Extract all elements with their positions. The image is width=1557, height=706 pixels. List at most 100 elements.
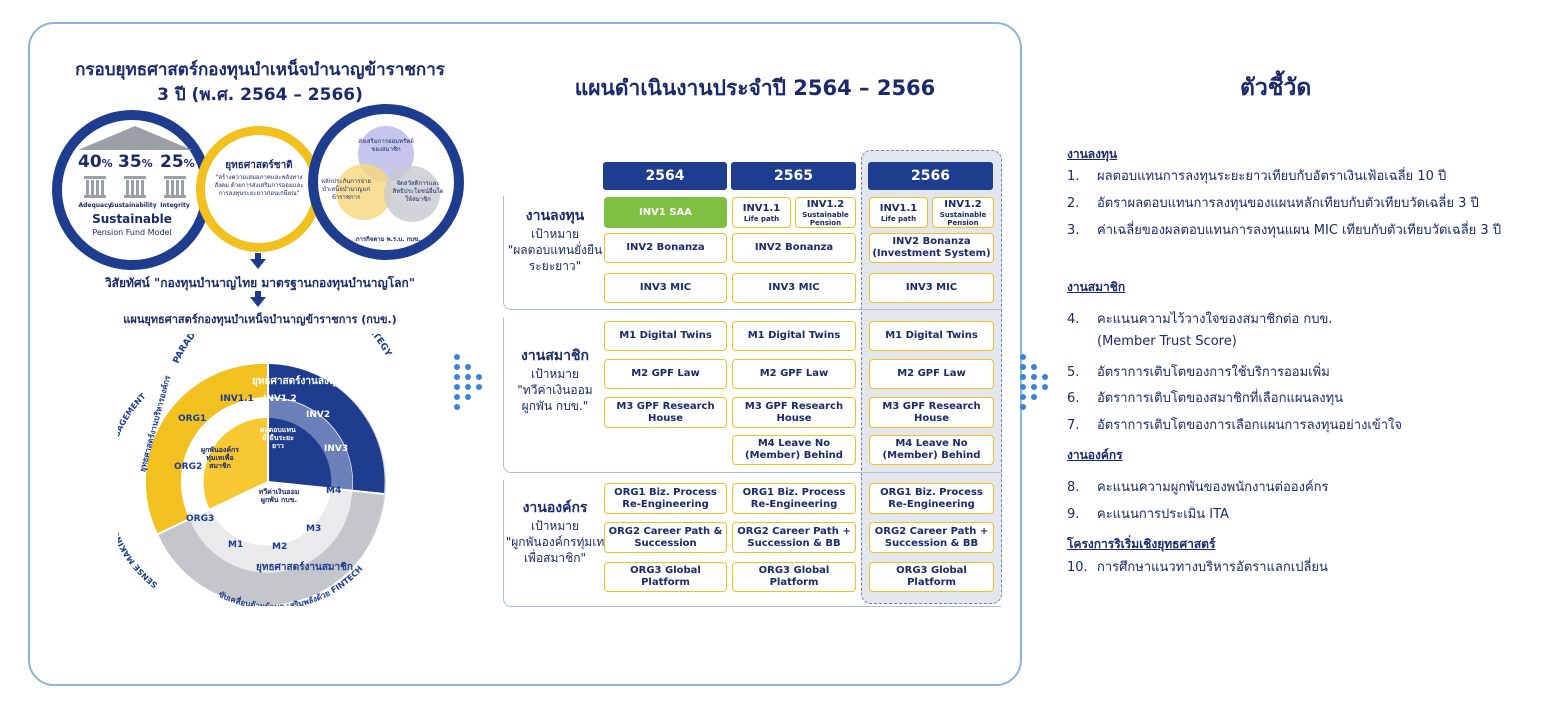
- framework-title: กรอบยุทธศาสตร์กองทุนบำเหน็จบำนาญข้าราชกา…: [60, 58, 460, 108]
- wheel-inv-title: ยุทธศาสตร์งานลงทุน: [252, 376, 343, 387]
- cell-2566-org3: ORG3 Global Platform: [869, 562, 994, 592]
- cell-2564-m2: M2 GPF Law: [604, 359, 727, 389]
- year-header-2565: 2565: [731, 162, 856, 190]
- wheel-top-arc-text: PARADIGM SHIFT ENHANCE & SELECTIVE STRAT…: [172, 334, 394, 365]
- wheel-mem-title: ยุทธศาสตร์งานสมาชิก: [256, 562, 353, 573]
- kpi-item-2: 2.อัตราผลตอบแทนการลงทุนของแผนหลักเทียบกั…: [1067, 196, 1479, 211]
- dot: [1020, 354, 1026, 360]
- dot: [454, 384, 460, 390]
- dot: [476, 374, 482, 380]
- wheel-inv-seg-1: INV1.1: [220, 394, 254, 404]
- strategy-wheel: PARADIGM SHIFT ENHANCE & SELECTIVE STRAT…: [118, 334, 394, 606]
- dot: [454, 364, 460, 370]
- venn-item-3: จัดสวัสดิการและสิทธิประโยชน์อื่นใดให้สมา…: [392, 180, 444, 203]
- pillar-label-2: Sustainability: [110, 202, 157, 209]
- cell-2564-org2: ORG2 Career Path &Succession: [604, 522, 727, 553]
- kpi-title: ตัวชี้วัด: [1240, 75, 1312, 101]
- row-bracket-org: [503, 480, 1001, 607]
- down-arrow-stem-1: [255, 253, 261, 259]
- row-label-org: งานองค์กร เป้าหมาย "ผูกพันองค์กรทุ่มเทเพ…: [505, 500, 605, 565]
- row-label-member: งานสมาชิก เป้าหมาย "ทวีค่าเงินออมผูกพัน …: [517, 348, 593, 413]
- dot: [454, 354, 460, 360]
- venn-caption: ภารกิจตาม พ.ร.บ. กบข.: [355, 236, 421, 243]
- kpi-item-7: 7.อัตราการเติบโตของการเลือกแผนการลงทุนอย…: [1067, 418, 1403, 433]
- pillar-label-3: Integrity: [160, 202, 190, 209]
- dot: [1031, 374, 1037, 380]
- dot: [1020, 374, 1026, 380]
- down-arrow-icon: [250, 259, 266, 269]
- kpi-item-3: 3.ค่าเฉลี่ยของผลตอบแทนการลงทุนแผน MIC เท…: [1067, 223, 1502, 238]
- national-strategy-circle: [196, 126, 322, 252]
- cell-2566-m4: M4 Leave No(Member) Behind: [869, 435, 994, 465]
- cell-2565-m2: M2 GPF Law: [732, 359, 856, 389]
- cell-2566-m1: M1 Digital Twins: [869, 321, 994, 351]
- model-title: Sustainable: [92, 212, 172, 226]
- framework-title-line2: 3 ปี (พ.ศ. 2564 – 2566): [157, 85, 363, 105]
- pillar-pct-2: 35%: [118, 152, 153, 172]
- wheel-mem-seg-4: M4: [326, 486, 342, 496]
- row-bracket-investment: [503, 196, 1001, 310]
- wheel-inv-seg-3: INV2: [306, 410, 331, 420]
- kpi-item-8: 8.คะแนนความผูกพันของพนักงานต่อองค์กร: [1067, 480, 1329, 495]
- cell-2564-inv3: INV3 MIC: [604, 273, 727, 303]
- framework-title-line1: กรอบยุทธศาสตร์กองทุนบำเหน็จบำนาญข้าราชกา…: [75, 60, 445, 80]
- cell-2566-inv3: INV3 MIC: [869, 273, 994, 303]
- wheel-center-inv: ผลตอบแทนยั่งยืนระยะยาว: [260, 426, 296, 450]
- cell-2565-org2: ORG2 Career Path +Succession & BB: [732, 522, 856, 553]
- wheel-center-mem: ทวีค่าเงินออมผูกพัน กบข.: [258, 488, 300, 504]
- pillar-icons: [84, 176, 186, 198]
- cell-2565-inv2: INV2 Bonanza: [732, 233, 856, 263]
- row-label-investment: งานลงทุน เป้าหมาย "ผลตอบแทนยั่งยืนระยะยา…: [507, 208, 603, 273]
- venn-diagram: [336, 126, 440, 222]
- year-header-2566: 2566: [868, 162, 993, 190]
- model-subtitle: Pension Fund Model: [92, 228, 172, 237]
- pillar-pct-3: 25%: [160, 152, 195, 172]
- dot: [1031, 364, 1037, 370]
- dot: [1031, 384, 1037, 390]
- dot: [454, 374, 460, 380]
- kpi-item-6: 6.อัตราการเติบโตของสมาชิกที่เลือกแผนลงทุ…: [1067, 391, 1344, 406]
- cell-2564-org3: ORG3 Global Platform: [604, 562, 727, 592]
- wheel-mem-seg-1: M1: [228, 540, 244, 550]
- dot: [1020, 394, 1026, 400]
- dot: [465, 394, 471, 400]
- wheel-mem-seg-3: M3: [306, 524, 322, 534]
- plan-text: แผนยุทธศาสตร์กองทุนบำเหน็จบำนาญข้าราชการ…: [123, 313, 397, 326]
- venn-item-1: ส่งเสริมการออมทรัพย์ของสมาชิก: [358, 138, 414, 153]
- wheel-center-org: ผูกพันองค์กรทุ่มเทเพื่อสมาชิก: [200, 446, 240, 470]
- dot: [476, 384, 482, 390]
- dot-arrow-icon: [1020, 354, 1060, 416]
- kpi-item-5: 5.อัตราการเติบโตของการใช้บริการออมเพิ่ม: [1067, 365, 1330, 380]
- down-arrow-icon: [250, 297, 266, 307]
- dot: [465, 374, 471, 380]
- wheel-org-seg-3: ORG3: [186, 514, 215, 524]
- wheel-org-seg-1: ORG1: [178, 414, 207, 424]
- kpi-section-investment: งานลงทุน: [1067, 147, 1118, 161]
- cell-2566-m2: M2 GPF Law: [869, 359, 994, 389]
- roof-icon: [78, 126, 192, 150]
- year-header-2564: 2564: [603, 162, 727, 190]
- dot: [454, 394, 460, 400]
- cell-2565-m4: M4 Leave No(Member) Behind: [732, 435, 856, 465]
- dot: [1031, 394, 1037, 400]
- dot: [465, 364, 471, 370]
- kpi-section-member: งานสมาชิก: [1067, 280, 1126, 294]
- national-strategy-title: ยุทธศาสตร์ชาติ: [225, 160, 293, 171]
- cell-2564-inv2: INV2 Bonanza: [604, 233, 727, 263]
- dot: [454, 404, 460, 410]
- kpi-item-4: 4.คะแนนความไว้วางใจของสมาชิกต่อ กบข. (Me…: [1067, 312, 1333, 349]
- dot-arrow-icon: [454, 354, 494, 416]
- wheel-inv-seg-4: INV3: [324, 444, 349, 454]
- row-bracket-member: [503, 318, 1001, 473]
- kpi-item-1: 1.ผลตอบแทนการลงทุนระยะยาวเทียบกับอัตราเง…: [1067, 169, 1447, 184]
- dot: [1042, 384, 1048, 390]
- cell-2565-m1: M1 Digital Twins: [732, 321, 856, 351]
- dot: [465, 384, 471, 390]
